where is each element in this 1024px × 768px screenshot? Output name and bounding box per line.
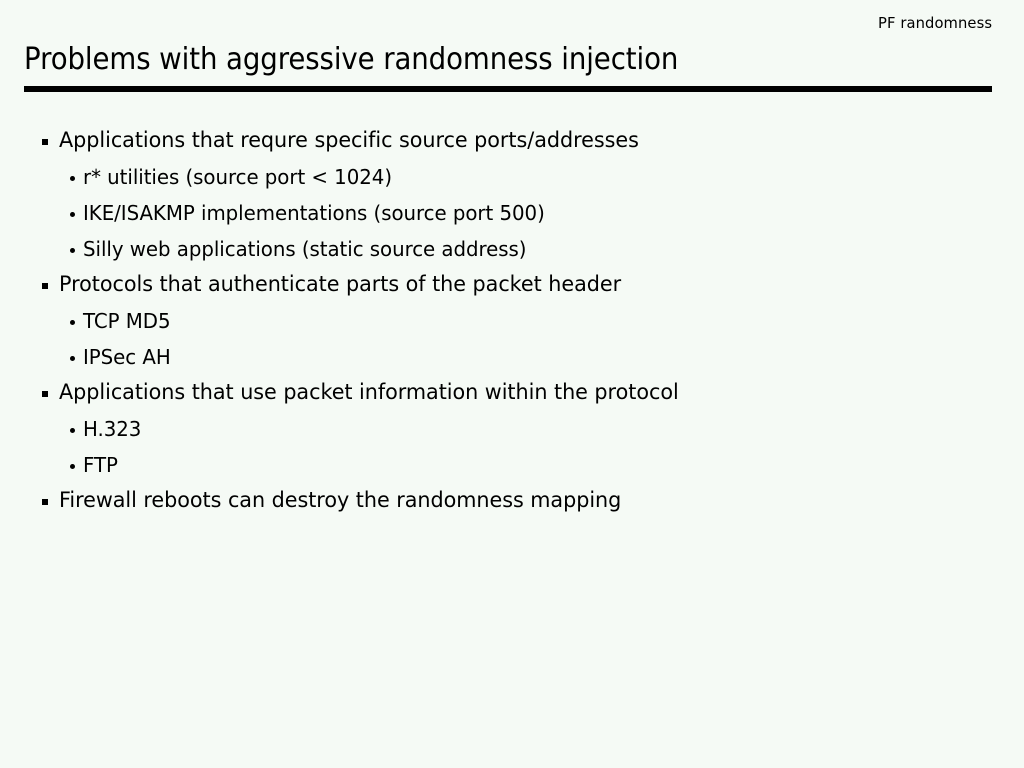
bullet-item-level2: FTP: [38, 450, 988, 486]
slide-bullet-list: Applications that requre specific source…: [38, 126, 988, 522]
bullet-text: Applications that use packet information…: [59, 380, 679, 405]
slide-running-header: PF randomness: [877, 14, 992, 32]
bullet-text: H.323: [83, 417, 142, 441]
square-bullet-glyph: [42, 283, 48, 289]
square-bullet-glyph: [42, 391, 48, 397]
title-underline-rule: [24, 86, 992, 92]
bullet-text: r* utilities (source port < 1024): [83, 165, 392, 189]
round-bullet-glyph: [70, 247, 75, 253]
bullet-item-level2: r* utilities (source port < 1024): [38, 162, 988, 198]
square-bullet-icon: [42, 378, 59, 408]
round-bullet-icon: [70, 342, 83, 372]
bullet-item-level1: Applications that use packet information…: [38, 378, 988, 414]
bullet-item-level1: Firewall reboots can destroy the randomn…: [38, 486, 988, 522]
round-bullet-icon: [70, 234, 83, 264]
page-title: Problems with aggressive randomness inje…: [24, 42, 679, 77]
slide-title-block: Problems with aggressive randomness inje…: [24, 40, 992, 88]
round-bullet-icon: [70, 198, 83, 228]
round-bullet-icon: [70, 306, 83, 336]
square-bullet-glyph: [42, 139, 48, 145]
bullet-text: Applications that requre specific source…: [59, 128, 639, 153]
bullet-text: Protocols that authenticate parts of the…: [59, 272, 622, 297]
bullet-item-level2: Silly web applications (static source ad…: [38, 234, 988, 270]
round-bullet-icon: [70, 162, 83, 192]
bullet-text: IPSec AH: [83, 345, 171, 369]
round-bullet-icon: [70, 414, 83, 444]
round-bullet-icon: [70, 450, 83, 480]
bullet-text: Silly web applications (static source ad…: [83, 237, 527, 261]
round-bullet-glyph: [70, 463, 75, 469]
bullet-item-level1: Applications that requre specific source…: [38, 126, 988, 162]
square-bullet-icon: [42, 486, 59, 516]
bullet-text: IKE/ISAKMP implementations (source port …: [83, 201, 545, 225]
bullet-item-level1: Protocols that authenticate parts of the…: [38, 270, 988, 306]
square-bullet-icon: [42, 270, 59, 300]
round-bullet-glyph: [70, 427, 75, 433]
bullet-item-level2: IPSec AH: [38, 342, 988, 378]
round-bullet-glyph: [70, 211, 75, 217]
bullet-text: Firewall reboots can destroy the randomn…: [59, 488, 622, 513]
square-bullet-glyph: [42, 499, 48, 505]
bullet-item-level2: TCP MD5: [38, 306, 988, 342]
round-bullet-glyph: [70, 355, 75, 361]
round-bullet-glyph: [70, 319, 75, 325]
bullet-text: FTP: [83, 453, 118, 477]
bullet-item-level2: IKE/ISAKMP implementations (source port …: [38, 198, 988, 234]
round-bullet-glyph: [70, 175, 75, 181]
bullet-text: TCP MD5: [83, 309, 171, 333]
square-bullet-icon: [42, 126, 59, 156]
bullet-item-level2: H.323: [38, 414, 988, 450]
